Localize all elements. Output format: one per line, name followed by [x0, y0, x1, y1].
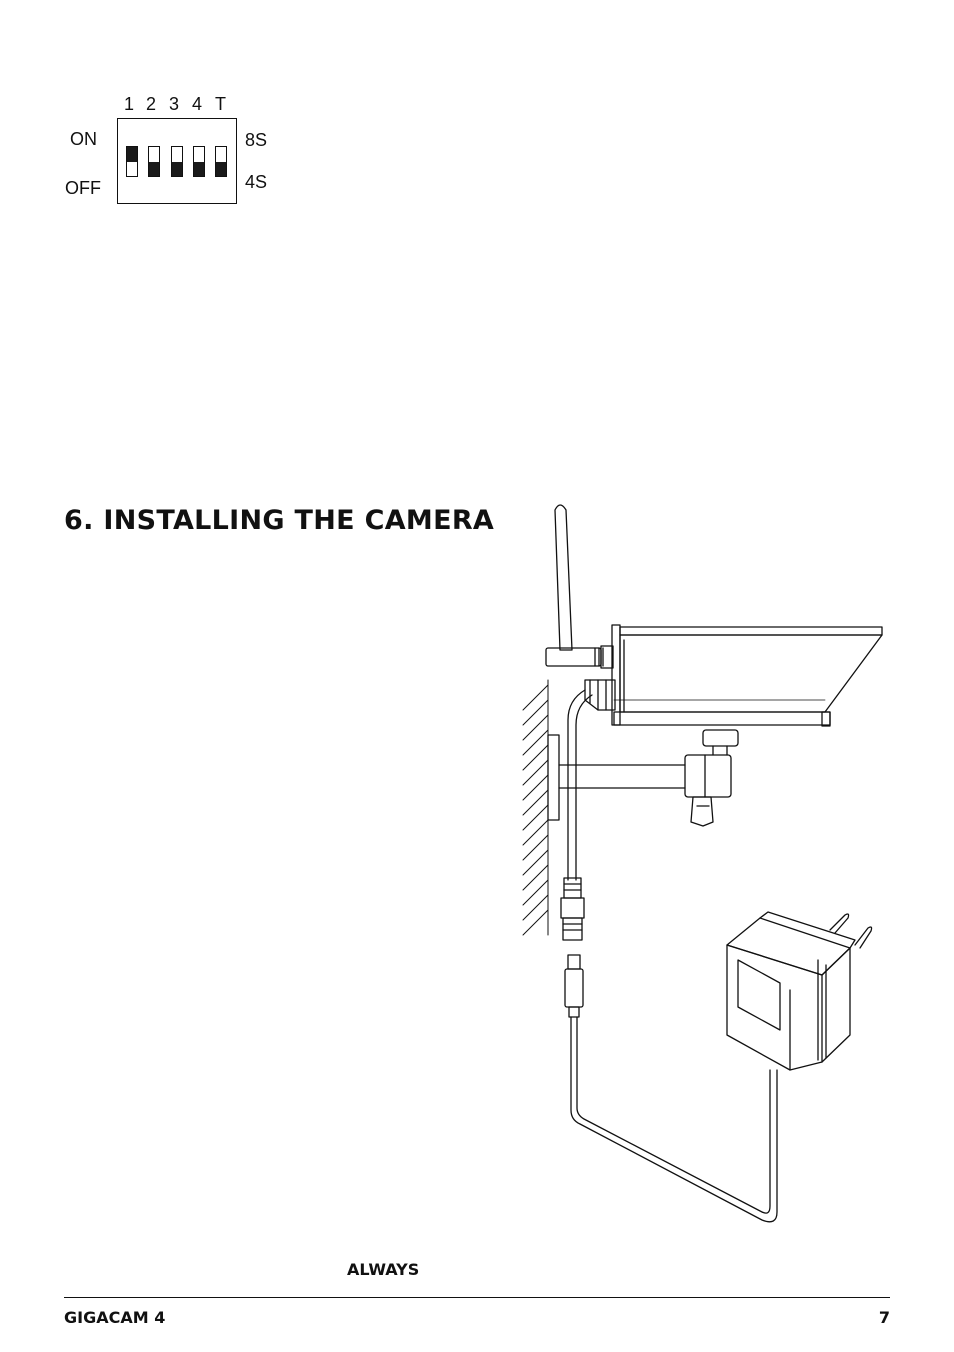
cable-connector [560, 877, 585, 941]
dip-label-off: OFF [65, 178, 101, 198]
dip-label-8s: 8S [245, 130, 268, 150]
dip-switch-4 [193, 146, 205, 177]
body-text-always: ALWAYS [347, 1260, 420, 1279]
camera-cable [567, 689, 593, 881]
dip-label-on: ON [70, 129, 97, 149]
dip-switch-number-3: 3 [169, 94, 180, 114]
dip-switch-2 [148, 146, 160, 177]
mount-bracket-arm [558, 729, 739, 827]
dip-label-4s: 4S [245, 172, 268, 192]
dip-switch-number-4: 4 [192, 94, 203, 114]
camera-installation-illustration [522, 504, 883, 1223]
cable-gland [584, 679, 616, 711]
dip-switch-t [215, 146, 227, 177]
footer-divider [64, 1297, 890, 1298]
power-cable [570, 1016, 778, 1223]
camera-antenna [545, 504, 614, 669]
dip-switch-number-1: 1 [124, 94, 135, 114]
footer-page-number: 7 [878, 1308, 890, 1327]
dip-switch-1 [126, 146, 138, 177]
dip-switch-number-t: T [215, 94, 226, 114]
camera-housing [611, 624, 883, 727]
power-adapter [726, 911, 873, 1071]
dc-plug [564, 954, 584, 1018]
dip-switch-3 [171, 146, 183, 177]
wall-mount-plate [547, 734, 560, 821]
footer-product-name: GIGACAM 4 [64, 1308, 166, 1327]
wall-hatching [522, 679, 549, 936]
dip-switch-number-2: 2 [146, 94, 157, 114]
section-title: 6. INSTALLING THE CAMERA [64, 505, 495, 537]
dip-switch-housing [117, 118, 237, 204]
